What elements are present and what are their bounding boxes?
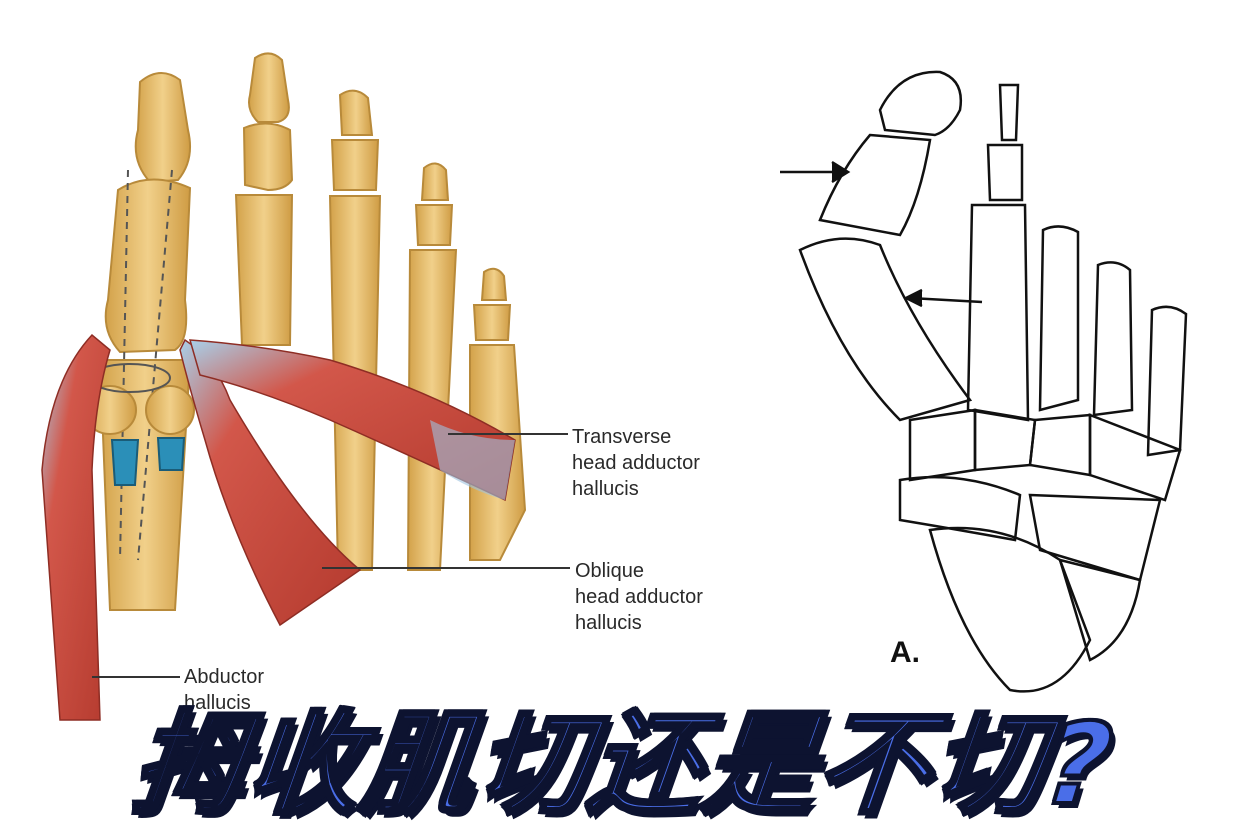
great-toe-bones	[98, 72, 192, 611]
sesamoid-bones	[83, 363, 195, 486]
third-toe-bones	[328, 89, 382, 571]
foot-bones-muscles-drawing	[41, 52, 570, 721]
abductor-hallucis-muscle	[41, 333, 111, 721]
foot-skeleton-line-art	[780, 70, 1188, 693]
panel-label-a: A.	[890, 636, 920, 669]
label-abductor-hallucis: Abductor hallucis	[184, 666, 265, 714]
line-drawing-foot	[760, 0, 1247, 720]
fifth-toe-bones	[469, 267, 527, 561]
label-transverse-head: Transverse head adductor hallucis	[572, 426, 700, 500]
fourth-toe-bones	[406, 162, 458, 571]
second-toe-bones	[234, 52, 294, 346]
anatomy-illustration	[41, 52, 570, 721]
label-oblique-head: Oblique head adductor hallucis	[575, 560, 703, 634]
oblique-head-muscle	[179, 338, 362, 627]
headline-text: 拇收肌切还是不切?	[125, 698, 1122, 832]
